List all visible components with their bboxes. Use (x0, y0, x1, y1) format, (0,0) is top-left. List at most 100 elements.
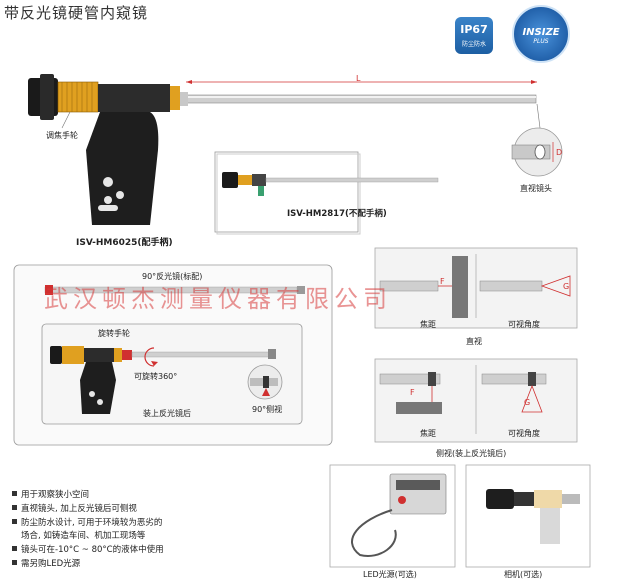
focus-wheel-knurl (61, 82, 93, 112)
collar-tip (180, 92, 188, 106)
dimension-l-label: L (356, 74, 361, 83)
direct-tube-right (479, 280, 543, 292)
side-view-90-label: 90°侧视 (252, 405, 283, 414)
mini-handle (80, 362, 116, 414)
feature-item: 直视镜头, 加上反光镜后可侧视 (12, 502, 137, 514)
small-eyepiece (222, 172, 238, 188)
bullet-icon (12, 560, 17, 565)
page-title: 带反光镜硬管内窥镜 (4, 4, 149, 22)
brand-sub: PLUS (533, 38, 549, 45)
mini-handle-hole-2 (97, 399, 103, 405)
side-view-caption: 侧视(装上反光镜后) (436, 449, 507, 458)
mini-focus-wheel (62, 346, 84, 364)
small-focus-ring (238, 175, 252, 185)
feature-text: 需另购LED光源 (21, 559, 81, 569)
camera-body (486, 489, 514, 509)
camera-lens (514, 492, 534, 506)
rotation-arrow-head (151, 361, 158, 366)
feature-item-continued: 场合, 如铸造车间、机加工现场等 (21, 529, 145, 541)
mirror-red-ring (45, 285, 53, 295)
ip67-label: IP67 (460, 23, 488, 36)
direct-view-cone (540, 275, 571, 297)
second-model-box (214, 151, 359, 233)
side-view-mirror (263, 376, 269, 388)
direct-f-label: F (440, 277, 445, 286)
feature-text: 场合, 如铸造车间、机加工现场等 (21, 531, 146, 541)
main-tube-highlight (186, 96, 536, 98)
mirror-tip (297, 286, 305, 294)
side-f-label: F (410, 388, 415, 397)
ip67-badge: IP67 防尘防水 (455, 17, 493, 54)
straight-head-label: 直视镜头 (520, 184, 552, 193)
mini-mirror-tip (268, 349, 276, 359)
side-tube-right (481, 373, 547, 385)
camera-adapter (534, 490, 562, 508)
dimension-d-label: D (556, 148, 563, 157)
feature-item: 用于观察狭小空间 (12, 488, 89, 500)
eyepiece-ring (40, 74, 54, 120)
direct-view-caption: 直视 (466, 337, 482, 346)
feature-item: 需另购LED光源 (12, 557, 80, 569)
bullet-icon (12, 546, 17, 551)
small-tube (265, 177, 439, 183)
mini-red-ring (122, 350, 132, 360)
scope-body (98, 84, 170, 112)
head-lens (534, 144, 546, 160)
side-view-arrow (262, 388, 270, 396)
feature-text: 镜头可在-10°C ~ 80°C的液体中使用 (21, 545, 164, 555)
mini-tube (131, 351, 271, 358)
collar (170, 86, 180, 110)
bullet-icon (12, 505, 17, 510)
bullet-icon (12, 491, 17, 496)
pistol-handle (86, 112, 159, 225)
focus-wheel-label: 调焦手轮 (46, 131, 78, 140)
watermark: 武汉顿杰测量仪器有限公司 (44, 285, 392, 313)
mini-body (84, 348, 114, 362)
direct-wall (452, 256, 468, 318)
handle-hole-1 (103, 177, 113, 187)
focus-wheel-pointer (61, 111, 71, 129)
side-wall (396, 402, 442, 414)
focus-wheel (57, 81, 99, 113)
side-focal-label: 焦距 (420, 429, 436, 438)
handle-hole-3 (116, 191, 124, 199)
side-mirror-left (428, 372, 436, 386)
mirror-standard-label: 90°反光镜(标配) (142, 272, 203, 281)
direct-focal-label: 焦距 (420, 320, 436, 329)
mini-eyepiece (50, 346, 62, 364)
handle-hole-2 (104, 196, 112, 204)
feature-text: 防尘防水设计, 可用于环境较为恶劣的 (21, 518, 163, 528)
led-unit-panel (396, 480, 440, 490)
bullet-icon (12, 519, 17, 524)
feature-item: 镜头可在-10°C ~ 80°C的液体中使用 (12, 543, 164, 555)
after-mirror-label: 装上反光镜后 (143, 409, 191, 418)
feature-text: 用于观察狭小空间 (21, 490, 90, 500)
camera-box (465, 464, 591, 568)
head-callout-line (536, 103, 541, 129)
feature-text: 直视镜头, 加上反光镜后可侧视 (21, 504, 137, 514)
model-with-handle: ISV-HM6025(配手柄) (76, 238, 173, 248)
camera-handle (540, 508, 560, 544)
rotate-wheel-label: 旋转手轮 (98, 329, 130, 338)
small-connector (258, 186, 264, 196)
camera-caption: 相机(可选) (504, 570, 543, 579)
led-cable (351, 509, 397, 557)
handle-slot (98, 205, 118, 211)
model-without-handle: ISV-HM2817(不配手柄) (287, 209, 387, 219)
brand-logo: INSIZE PLUS (512, 5, 570, 63)
led-power-button (398, 496, 406, 504)
dimension-l-arrow-right (531, 80, 537, 84)
mini-handle-hole-1 (89, 391, 95, 397)
mini-collar (114, 348, 122, 362)
brand-name: INSIZE (522, 27, 560, 38)
small-body (252, 174, 266, 186)
led-caption: LED光源(可选) (363, 570, 417, 579)
side-view-angle-label: 可视角度 (508, 429, 540, 438)
second-model-box-shadow (216, 153, 361, 235)
side-tube-left (379, 373, 441, 385)
rotatable-label: 可旋转360° (134, 372, 178, 381)
feature-item: 防尘防水设计, 可用于环境较为恶劣的 (12, 516, 162, 528)
dimension-l-arrow-left (186, 80, 192, 84)
side-g-label: G (524, 398, 531, 407)
